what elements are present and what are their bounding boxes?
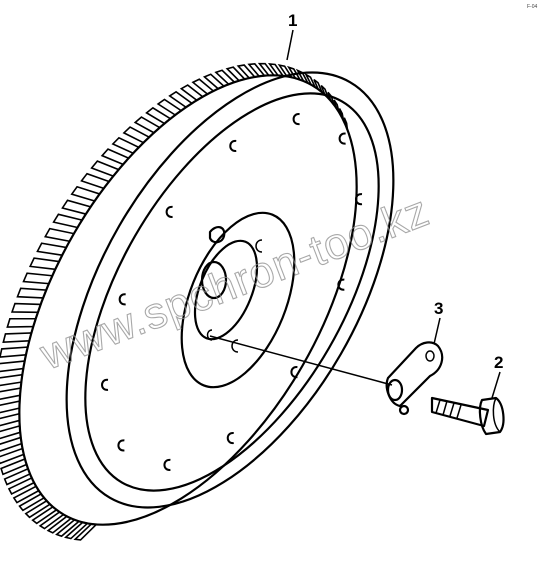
bolt (430, 396, 505, 436)
assembly-centerline (209, 335, 393, 386)
flywheel-bolt-holes (101, 113, 363, 471)
callout-2: 2 (494, 353, 503, 372)
hub-c-mark-3 (206, 329, 213, 341)
gear-tooth (0, 346, 29, 358)
leader-2 (491, 371, 501, 399)
leader-3 (433, 317, 441, 345)
gear-tooth (6, 317, 37, 328)
bolt-hole (163, 458, 171, 471)
callout-3: 3 (434, 299, 443, 318)
lock-plate-tab (398, 404, 410, 416)
bolt-hole (337, 278, 345, 291)
gear-tooth (28, 257, 61, 271)
leader-1 (286, 29, 294, 61)
bolt-hole (229, 139, 237, 152)
flywheel-face-outer (65, 71, 395, 509)
gear-tooth (0, 360, 26, 373)
gear-tooth (0, 424, 22, 440)
callout-1: 1 (288, 11, 297, 30)
gear-tooth (10, 302, 42, 314)
lock-plate (385, 341, 444, 416)
gear-tooth (0, 412, 21, 427)
gear-tooth (0, 387, 22, 400)
lock-plate-hole-large (386, 378, 404, 402)
corner-mark: F-04 (527, 4, 538, 10)
hub-slot (208, 226, 226, 244)
flywheel-center-bore (200, 260, 228, 300)
bolt-hole (117, 439, 125, 452)
bolt-hole (290, 366, 298, 379)
hub-c-mark-1 (255, 239, 263, 253)
flywheel (65, 71, 395, 509)
lock-plate-hole-small (425, 350, 435, 362)
bolt-hole (165, 205, 173, 218)
bolt-hole (226, 432, 234, 445)
bolt-head (478, 396, 505, 436)
bolt-hole (338, 132, 346, 145)
bolt-hole (292, 113, 300, 126)
flywheel-face-rim (84, 92, 380, 492)
gear-tooth (2, 332, 33, 344)
bolt-hole (355, 193, 363, 206)
gear-tooth (0, 400, 21, 414)
gear-tooth (0, 373, 24, 387)
gear-tooth (16, 287, 48, 299)
flywheel-rim-back (18, 74, 358, 526)
flywheel-hub-outer (180, 211, 296, 389)
bolt-hole (101, 378, 109, 391)
gear-tooth (22, 272, 54, 285)
hub-c-mark-2 (231, 339, 239, 353)
bolt-hole (118, 293, 126, 306)
